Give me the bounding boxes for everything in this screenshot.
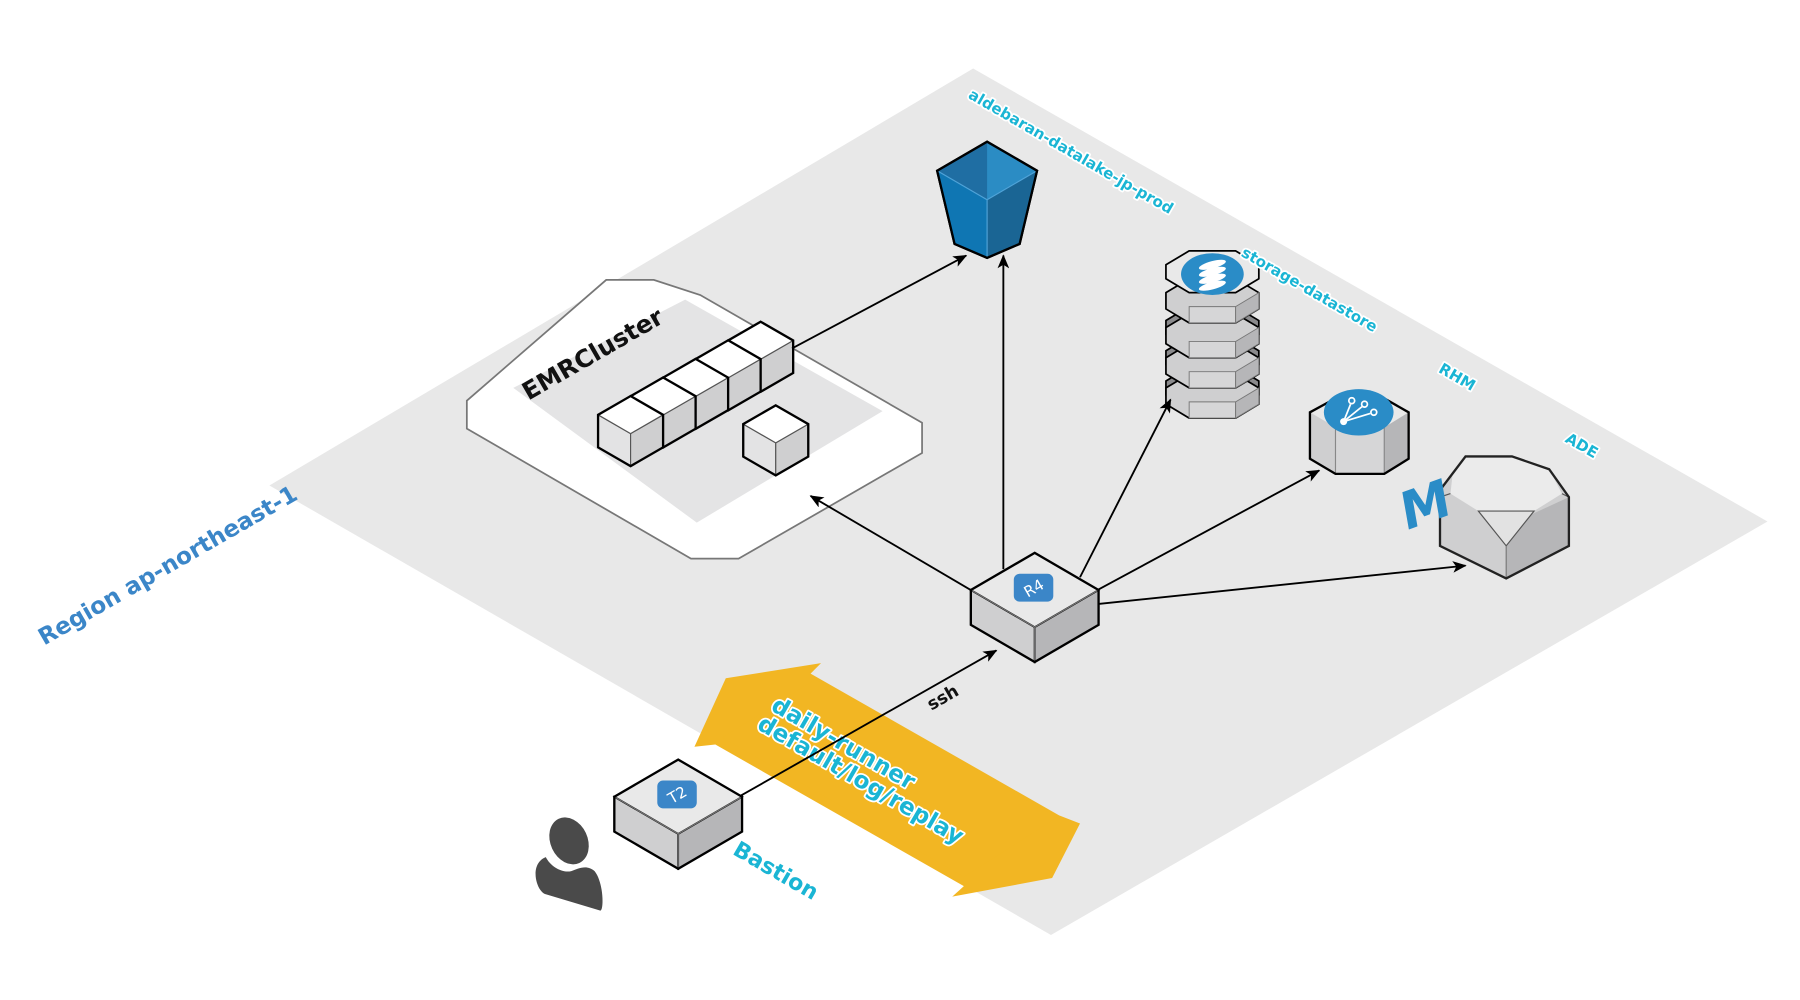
edge-r4-to-storage xyxy=(1079,398,1172,578)
bastion-label: Bastion xyxy=(729,837,823,906)
emr-cluster-group[interactable]: EMRCluster xyxy=(465,279,923,560)
r4-instance-node[interactable]: R4 xyxy=(969,551,1101,664)
emr-cluster-icon xyxy=(596,320,795,468)
ec2-instance-icon xyxy=(612,758,744,871)
region-label: Region ap-northeast-1 xyxy=(34,480,302,651)
edge-r4-to-emr xyxy=(809,495,972,591)
database-glyph-disc-0 xyxy=(1198,259,1226,270)
edge-bastion-to-r4 xyxy=(740,649,998,797)
edges xyxy=(791,254,1467,605)
edge-r4-to-rhm xyxy=(1096,469,1321,591)
db-layer-1-front xyxy=(1188,306,1237,324)
database-stack-icon xyxy=(1165,250,1260,419)
ade-node[interactable]: M ADE xyxy=(1396,427,1603,580)
db-layer-4-front xyxy=(1188,401,1237,419)
database-glyph-disc-1 xyxy=(1198,266,1226,277)
db-layer-3-right xyxy=(1235,356,1260,389)
bastion-badge xyxy=(657,780,697,809)
emr-task-node-icon xyxy=(742,404,810,477)
emr-node-cube-4-outline xyxy=(596,394,665,468)
user-icon xyxy=(535,817,603,911)
database-glyph-disc-2 xyxy=(1198,273,1226,284)
db-layer-3-front xyxy=(1188,371,1237,389)
db-layer-2-right xyxy=(1235,326,1260,359)
db-layer-1-right xyxy=(1235,291,1260,324)
r4-badge xyxy=(1013,573,1054,602)
emr-task-cube-outline xyxy=(742,404,810,477)
edge-emr-to-s3 xyxy=(791,254,968,350)
db-layer-2-front xyxy=(1188,340,1237,359)
db-layer-4-right xyxy=(1235,387,1260,419)
edge-r4-to-ade xyxy=(1098,561,1467,605)
database-glyph-disc-3 xyxy=(1198,280,1226,291)
memcached-icon: M xyxy=(1396,455,1571,580)
message-queue-icon xyxy=(1308,389,1410,476)
s3-bucket-icon xyxy=(935,140,1039,260)
